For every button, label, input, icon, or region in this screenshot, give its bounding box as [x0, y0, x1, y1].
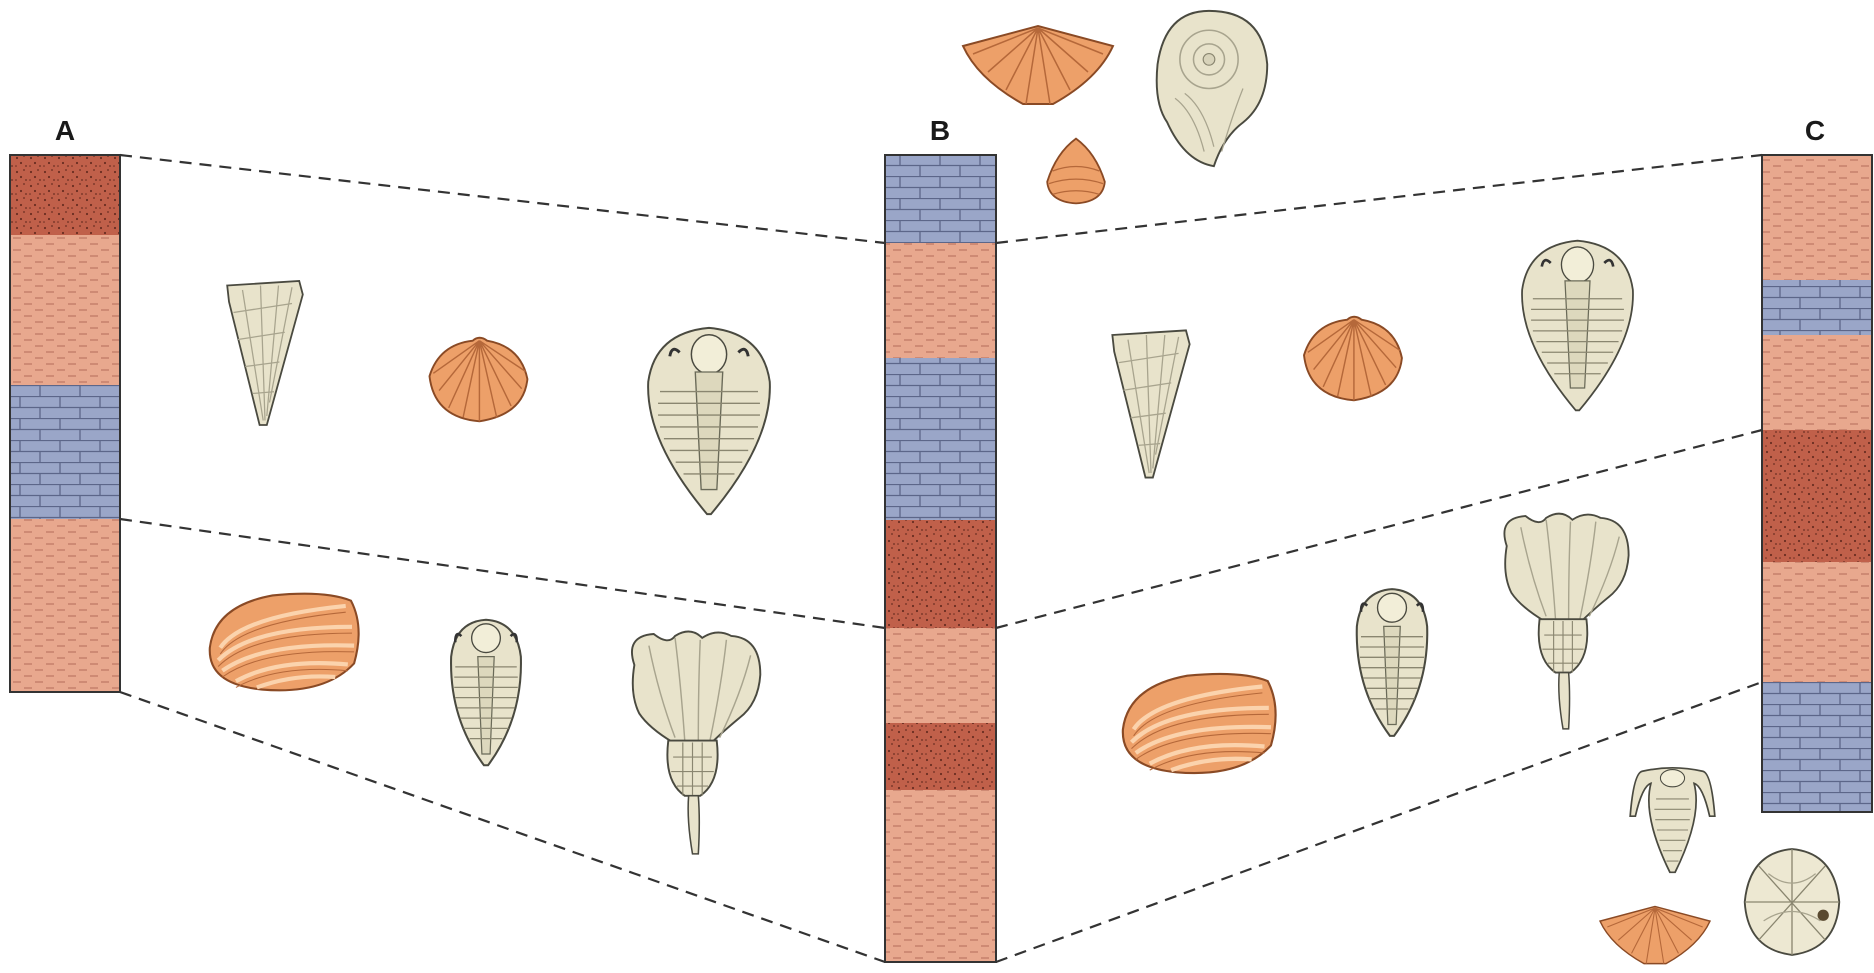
- brachiopod-icon: [430, 338, 528, 422]
- fossil-group-a-upper: [227, 281, 770, 514]
- layer-limestone: [885, 155, 996, 243]
- layer-limestone: [1762, 682, 1872, 812]
- layer-sandstone: [10, 155, 120, 235]
- fossil-group-a-lower: [210, 594, 761, 854]
- layer-sandstone: [1762, 430, 1872, 562]
- layer-shale: [885, 628, 996, 723]
- blastoid-icon: [1745, 849, 1840, 955]
- cone-shell-icon: [227, 281, 303, 425]
- layer-shale: [1762, 562, 1872, 682]
- column-b: B: [885, 115, 996, 962]
- layer-shale: [885, 243, 996, 358]
- ammonite-icon: [1157, 11, 1268, 166]
- spiriferid-brachiopod-icon: [963, 26, 1113, 104]
- fossil-group-top-b: [963, 11, 1267, 204]
- crinoid-icon: [632, 632, 760, 854]
- crinoid-icon: [1504, 514, 1628, 729]
- column-a-label: A: [55, 115, 75, 146]
- cone-shell-icon: [1112, 330, 1189, 477]
- clam-icon: [1123, 674, 1276, 773]
- trilobite-small-icon: [451, 620, 521, 766]
- layer-shale: [885, 790, 996, 962]
- correlation-line-a-top-to-b: [120, 155, 885, 243]
- trilobite-large-icon: [648, 328, 770, 514]
- layer-sandstone: [885, 520, 996, 628]
- layer-limestone: [1762, 280, 1872, 335]
- trilobite-large-icon: [1522, 241, 1633, 411]
- fossil-group-c-upper: [1112, 241, 1633, 478]
- brachiopod-icon: [1304, 317, 1402, 401]
- spiriferid-brachiopod-icon: [1600, 906, 1710, 963]
- layer-shale: [10, 519, 120, 692]
- layer-shale: [10, 235, 120, 385]
- column-a: A: [10, 115, 120, 692]
- trilobite-small-icon: [1357, 589, 1427, 736]
- layer-limestone: [885, 358, 996, 520]
- correlation-line-b-top-to-c: [996, 155, 1762, 243]
- column-b-label: B: [930, 115, 950, 146]
- layer-shale: [1762, 335, 1872, 430]
- trilobite-spined-icon: [1630, 768, 1715, 873]
- layer-limestone: [10, 385, 120, 519]
- fossil-group-c-lower: [1123, 514, 1629, 773]
- small-brachiopod-icon: [1047, 139, 1105, 204]
- column-c-label: C: [1805, 115, 1825, 146]
- layer-shale: [1762, 155, 1872, 280]
- clam-icon: [210, 594, 359, 691]
- layer-sandstone: [885, 723, 996, 790]
- column-c: C: [1762, 115, 1872, 812]
